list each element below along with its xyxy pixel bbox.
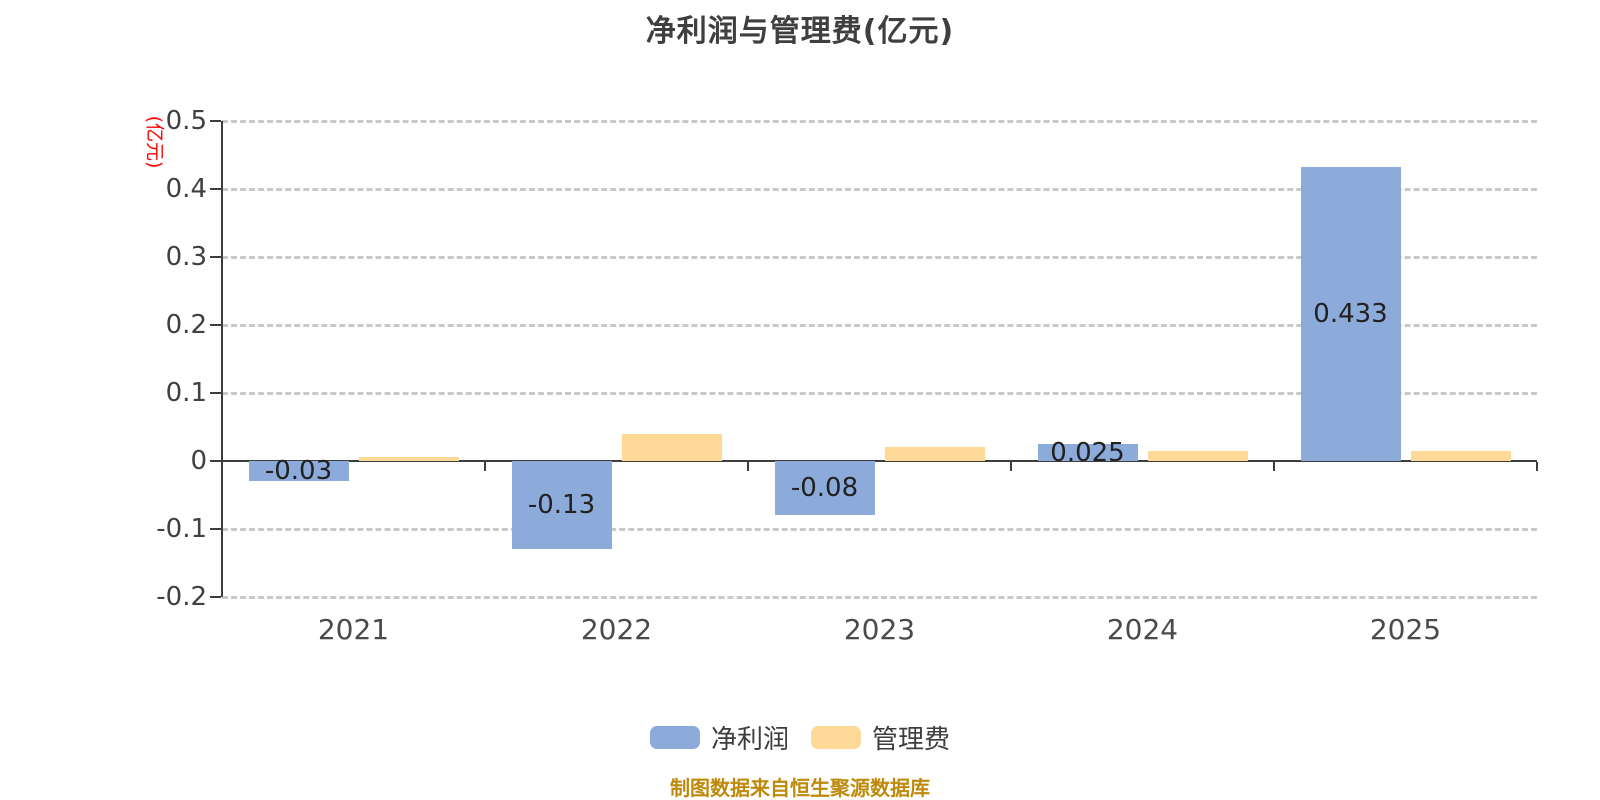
- x-axis-tick: [1536, 462, 1538, 471]
- x-axis-tick: [221, 462, 223, 471]
- bar-net-profit-2025: [1300, 166, 1401, 461]
- y-axis-tick-label: 0.2: [165, 310, 207, 340]
- bar-mgmt-fee-2023: [884, 447, 985, 461]
- x-axis-tick: [484, 462, 486, 471]
- x-axis-tick: [1010, 462, 1012, 471]
- net-profit-swatch: [649, 726, 700, 749]
- y-axis-tick: [210, 392, 221, 394]
- y-axis-tick-label: 0.3: [165, 242, 207, 272]
- legend-item-net-profit[interactable]: 净利润: [649, 719, 789, 756]
- x-axis-label-2024: 2024: [1106, 613, 1179, 646]
- x-axis-line: [222, 460, 1537, 462]
- bar-value-label: -0.13: [527, 490, 596, 521]
- y-axis-tick-label: -0.1: [156, 514, 207, 544]
- gridline--0.2: [222, 596, 1537, 599]
- legend: 净利润 管理费: [0, 719, 1600, 756]
- bar-value-label: -0.03: [264, 456, 333, 487]
- x-axis-tick: [1273, 462, 1275, 471]
- x-axis-label-2025: 2025: [1369, 613, 1442, 646]
- bar-net-profit-2023: [774, 461, 875, 516]
- gridline--0.1: [222, 528, 1537, 531]
- y-axis-tick: [210, 120, 221, 122]
- gridline-0.4: [222, 188, 1537, 191]
- gridline-0.1: [222, 392, 1537, 395]
- bar-value-label: -0.08: [790, 473, 859, 504]
- y-axis-tick-label: 0: [190, 446, 207, 476]
- y-axis-tick: [210, 528, 221, 530]
- bar-value-label: 0.025: [1050, 437, 1125, 468]
- y-axis-tick: [210, 188, 221, 190]
- x-axis-label-2022: 2022: [580, 613, 653, 646]
- bar-net-profit-2021: [248, 461, 349, 482]
- y-axis-tick-label: 0.5: [165, 106, 207, 136]
- bar-net-profit-2022: [511, 461, 612, 550]
- y-axis-tick-label: 0.1: [165, 378, 207, 408]
- legend-item-mgmt-fee[interactable]: 管理费: [811, 719, 950, 756]
- y-axis-tick: [210, 324, 221, 326]
- gridline-0.3: [222, 256, 1537, 259]
- bar-mgmt-fee-2025: [1410, 450, 1511, 461]
- gridline-0.5: [222, 120, 1537, 123]
- mgmt-fee-swatch: [811, 726, 861, 749]
- x-axis-tick: [747, 462, 749, 471]
- bar-net-profit-2024: [1037, 444, 1138, 461]
- y-axis-tick: [210, 460, 221, 462]
- chart-title: 净利润与管理费(亿元): [645, 14, 955, 49]
- y-axis-tick-label: 0.4: [165, 174, 207, 204]
- mgmt-fee-legend-label: 管理费: [872, 725, 951, 755]
- bar-mgmt-fee-2024: [1147, 450, 1248, 461]
- bar-mgmt-fee-2021: [358, 456, 459, 461]
- net-profit-legend-label: 净利润: [710, 725, 789, 755]
- gridline-0.2: [222, 324, 1537, 327]
- y-axis-tick: [210, 256, 221, 258]
- data-source-note: 制图数据来自恒生聚源数据库: [670, 776, 930, 800]
- bar-mgmt-fee-2022: [621, 433, 722, 461]
- y-axis-line: [221, 121, 223, 597]
- y-axis-tick-label: -0.2: [156, 582, 207, 612]
- x-axis-label-2021: 2021: [317, 613, 390, 646]
- y-axis-tick: [210, 596, 221, 598]
- x-axis-label-2023: 2023: [843, 613, 916, 646]
- bar-value-label: 0.433: [1313, 298, 1388, 329]
